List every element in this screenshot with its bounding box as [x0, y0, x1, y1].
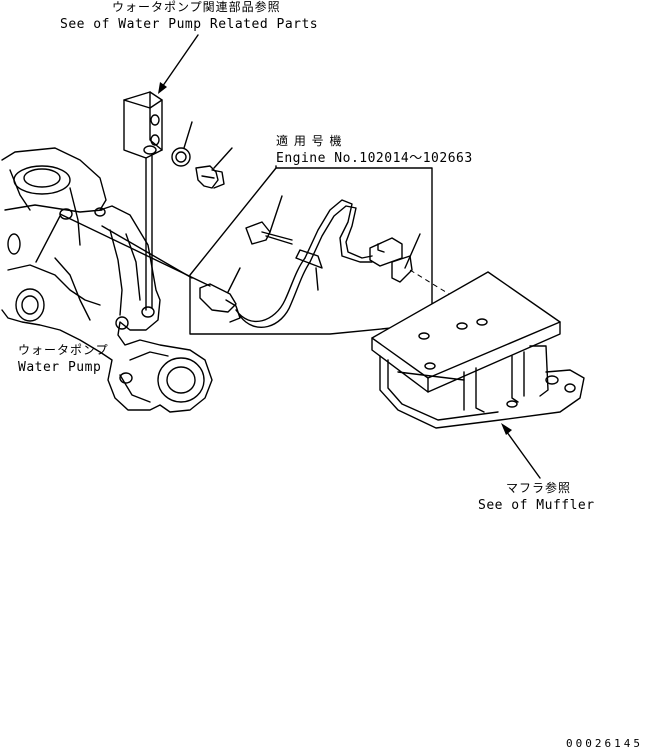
water-pump-housing: [1, 147, 213, 413]
muffler-bracket: [371, 271, 585, 429]
sensor-connector-block: [123, 91, 163, 311]
o-ring: [171, 121, 193, 167]
water-pump-en-label: Water Pump: [18, 360, 102, 375]
engine-applicability-jp-label: 適 用 号 機: [276, 134, 343, 148]
water-pump-related-jp-label: ウォータポンプ関連部品参照: [112, 0, 281, 14]
sensor-harness: [199, 195, 421, 328]
leader-water-pump-related: [158, 34, 199, 94]
leader-water-pump: [35, 215, 61, 263]
engine-applicability-en-label: Engine No.102014～102663: [276, 151, 473, 166]
connection-lines: [59, 213, 489, 319]
muffler-en-label: See of Muffler: [478, 498, 595, 513]
leader-muffler: [501, 423, 541, 479]
applicability-frame: [189, 165, 433, 335]
drawing-code: 00026145: [566, 737, 643, 750]
water-pump-jp-label: ウォータポンプ: [18, 343, 109, 357]
water-pump-related-en-label: See of Water Pump Related Parts: [60, 17, 319, 32]
temperature-sensor: [195, 147, 233, 189]
muffler-jp-label: マフラ参照: [506, 481, 572, 495]
